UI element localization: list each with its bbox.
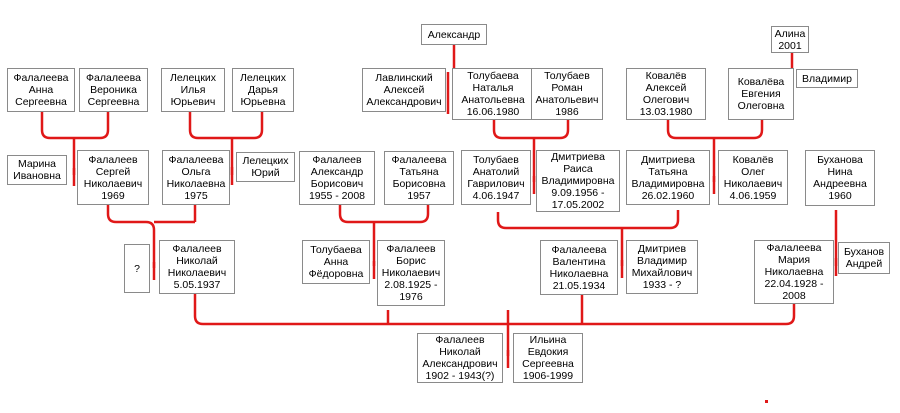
person-dmitriev-vladimir[interactable]: Дмитриев Владимир Михайлович 1933 - ? — [626, 240, 698, 294]
person-falaleev-nikolay-aleksandrovich[interactable]: Фалалеев Николай Александрович 1902 - 19… — [417, 333, 503, 383]
person-kovalyova-evgeniya[interactable]: Ковалёва Евгения Олеговна — [728, 68, 794, 120]
person-bukhanov-andrey[interactable]: Буханов Андрей — [838, 242, 890, 274]
person-kovalyov-aleksey[interactable]: Ковалёв Алексей Олегович 13.03.1980 — [626, 68, 706, 120]
person-falaleeva-valentina[interactable]: Фалалеева Валентина Николаевна 21.05.193… — [540, 240, 618, 295]
person-tolubaeva-natalya[interactable]: Толубаева Наталья Анатольевна 16.06.1980 — [452, 68, 534, 120]
person-leletskikh-darya[interactable]: Лелецких Дарья Юрьевна — [232, 68, 294, 112]
person-falaleev-aleksandr[interactable]: Фалалеев Александр Борисович 1955 - 2008 — [299, 151, 375, 205]
person-falaleeva-veronika[interactable]: Фалалеева Вероника Сергеевна — [79, 68, 148, 112]
person-falaleeva-mariya[interactable]: Фалалеева Мария Николаевна 22.04.1928 - … — [754, 240, 834, 304]
person-dmitrieva-tatyana[interactable]: Дмитриева Татьяна Владимировна 26.02.196… — [626, 150, 710, 205]
person-tolubaeva-anna[interactable]: Толубаева Анна Фёдоровна — [302, 240, 370, 284]
person-leletskikh-yuriy[interactable]: Лелецких Юрий — [236, 152, 295, 182]
person-falaleeva-tatyana[interactable]: Фалалеева Татьяна Борисовна 1957 — [384, 151, 454, 205]
person-alina[interactable]: Алина 2001 — [771, 26, 809, 53]
person-falaleeva-anna[interactable]: Фалалеева Анна Сергеевна — [7, 68, 75, 112]
person-ilyina-evdokiya[interactable]: Ильина Евдокия Сергеевна 1906-1999 — [513, 333, 583, 383]
person-tolubaev-anatoliy[interactable]: Толубаев Анатолий Гаврилович 4.06.1947 — [461, 150, 531, 205]
person-vladimir[interactable]: Владимир — [796, 69, 858, 88]
person-kovalyov-oleg[interactable]: Ковалёв Олег Николаевич 4.06.1959 — [718, 150, 788, 205]
person-tolubaev-roman[interactable]: Толубаев Роман Анатольевич 1986 — [531, 68, 603, 120]
person-aleksandr[interactable]: Александр — [421, 24, 487, 45]
person-falaleev-sergey[interactable]: Фалалеев Сергей Николаевич 1969 — [77, 150, 149, 205]
person-lavlinsky[interactable]: Лавлинский Алексей Александрович — [362, 68, 446, 112]
person-marina[interactable]: Марина Ивановна — [7, 155, 67, 185]
person-falaleev-boris[interactable]: Фалалеев Борис Николаевич 2.08.1925 - 19… — [377, 240, 445, 306]
person-bukhanova-nina[interactable]: Буханова Нина Андреевна 1960 — [805, 150, 875, 206]
stray-dot — [765, 400, 768, 403]
person-leletskikh-ilya[interactable]: Лелецких Илья Юрьевич — [161, 68, 225, 112]
person-falaleeva-olga[interactable]: Фалалеева Ольга Николаевна 1975 — [162, 150, 230, 205]
person-dmitrieva-raisa[interactable]: Дмитриева Раиса Владимировна 9.09.1956 -… — [536, 150, 620, 212]
person-falaleev-nikolay-nikolaevich[interactable]: Фалалеев Николай Николаевич 5.05.1937 — [159, 240, 235, 294]
person-unknown[interactable]: ? — [124, 244, 150, 293]
